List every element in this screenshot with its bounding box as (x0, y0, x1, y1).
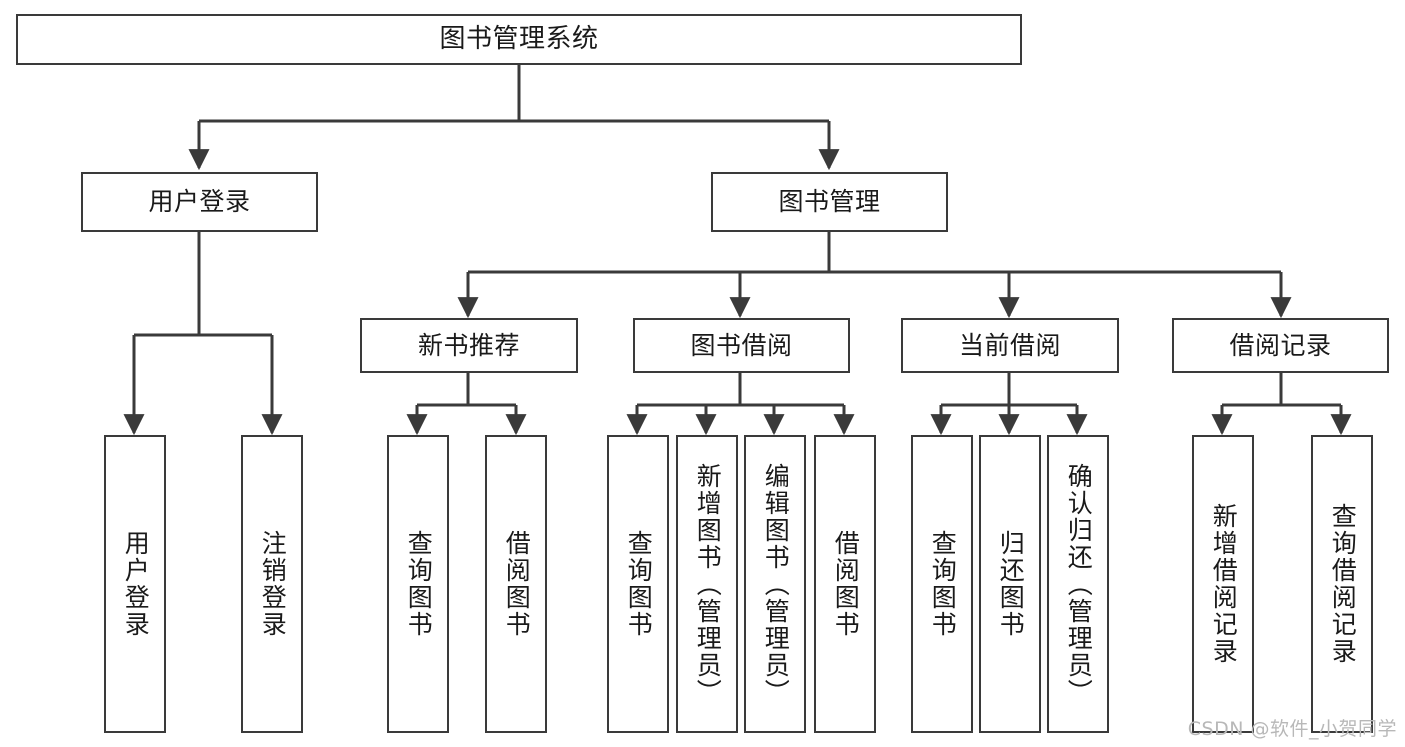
leaf-query-book-recommend-label: 查询图书 (404, 530, 434, 638)
leaf-user-login[interactable]: 用户登录 (104, 435, 166, 733)
leaf-borrow-book-recommend[interactable]: 借阅图书 (485, 435, 547, 733)
leaf-query-book-current[interactable]: 查询图书 (911, 435, 973, 733)
node-user-login[interactable]: 用户登录 (81, 172, 318, 232)
node-user-login-label: 用户登录 (148, 187, 251, 217)
leaf-return-book[interactable]: 归还图书 (979, 435, 1041, 733)
leaf-borrow-book-label: 借阅图书 (831, 530, 861, 638)
leaf-return-book-label: 归还图书 (996, 530, 1026, 638)
leaf-logout-label: 注销登录 (258, 530, 288, 638)
node-book-management-label: 图书管理 (778, 187, 881, 217)
leaf-query-book-borrow-label: 查询图书 (624, 530, 654, 638)
leaf-logout[interactable]: 注销登录 (241, 435, 303, 733)
node-root-system[interactable]: 图书管理系统 (16, 14, 1022, 65)
leaf-query-book-borrow[interactable]: 查询图书 (607, 435, 669, 733)
node-root-label: 图书管理系统 (439, 24, 599, 55)
leaf-add-borrow-record-label: 新增借阅记录 (1209, 503, 1239, 665)
leaf-add-book-admin-label: 新增图书（管理员） (693, 462, 723, 706)
leaf-add-book-admin[interactable]: 新增图书（管理员） (676, 435, 738, 733)
leaf-query-borrow-record[interactable]: 查询借阅记录 (1311, 435, 1373, 733)
leaf-query-book-current-label: 查询图书 (928, 530, 958, 638)
leaf-edit-book-admin-label: 编辑图书（管理员） (761, 462, 791, 706)
node-new-book-recommend-label: 新书推荐 (417, 330, 520, 360)
leaf-confirm-return-admin[interactable]: 确认归还（管理员） (1047, 435, 1109, 733)
leaf-user-login-label: 用户登录 (121, 530, 151, 638)
node-new-book-recommend[interactable]: 新书推荐 (360, 318, 578, 373)
node-borrow-record-label: 借阅记录 (1229, 330, 1332, 360)
node-borrow-record[interactable]: 借阅记录 (1172, 318, 1389, 373)
node-book-borrow[interactable]: 图书借阅 (633, 318, 850, 373)
node-current-borrow-label: 当前借阅 (958, 330, 1061, 360)
leaf-borrow-book-recommend-label: 借阅图书 (502, 530, 532, 638)
leaf-add-borrow-record[interactable]: 新增借阅记录 (1192, 435, 1254, 733)
csdn-watermark: CSDN @软件_小贺同学 (1187, 718, 1397, 740)
leaf-query-borrow-record-label: 查询借阅记录 (1328, 503, 1358, 665)
leaf-query-book-recommend[interactable]: 查询图书 (387, 435, 449, 733)
leaf-edit-book-admin[interactable]: 编辑图书（管理员） (744, 435, 806, 733)
node-current-borrow[interactable]: 当前借阅 (901, 318, 1119, 373)
leaf-borrow-book[interactable]: 借阅图书 (814, 435, 876, 733)
node-book-management[interactable]: 图书管理 (711, 172, 948, 232)
node-book-borrow-label: 图书借阅 (690, 330, 793, 360)
leaf-confirm-return-admin-label: 确认归还（管理员） (1064, 462, 1094, 706)
